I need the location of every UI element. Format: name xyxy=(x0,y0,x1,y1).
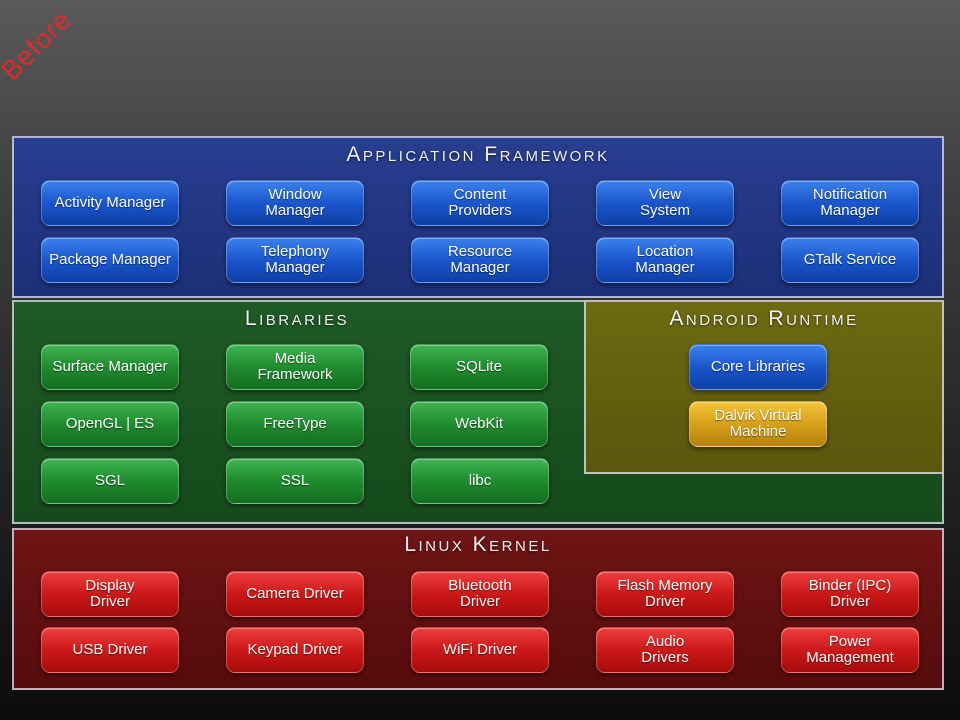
android-runtime-title: Android Runtime xyxy=(669,307,859,330)
media-framework-box[interactable]: Media Framework xyxy=(226,344,364,390)
surface-manager-box[interactable]: Surface Manager xyxy=(41,344,179,390)
notification-manager-box[interactable]: Notification Manager xyxy=(781,180,919,226)
camera-driver-box[interactable]: Camera Driver xyxy=(226,571,364,617)
dalvik-virtual-machine-box[interactable]: Dalvik Virtual Machine xyxy=(689,401,827,447)
bluetooth-driver-box[interactable]: Bluetooth Driver xyxy=(411,571,549,617)
view-system-box[interactable]: View System xyxy=(596,180,734,226)
gtalk-service-box[interactable]: GTalk Service xyxy=(781,237,919,283)
window-manager-box[interactable]: Window Manager xyxy=(226,180,364,226)
libc-box[interactable]: libc xyxy=(411,458,549,504)
resource-manager-box[interactable]: Resource Manager xyxy=(411,237,549,283)
opengl-es-box[interactable]: OpenGL | ES xyxy=(41,401,179,447)
application-framework-title: Application Framework xyxy=(346,143,610,166)
linux-kernel-title: Linux Kernel xyxy=(404,533,552,556)
binder-ipc-driver-box[interactable]: Binder (IPC) Driver xyxy=(781,571,919,617)
sgl-box[interactable]: SGL xyxy=(41,458,179,504)
location-manager-box[interactable]: Location Manager xyxy=(596,237,734,283)
flash-memory-driver-box[interactable]: Flash Memory Driver xyxy=(596,571,734,617)
audio-drivers-box[interactable]: Audio Drivers xyxy=(596,627,734,673)
before-watermark: Before xyxy=(0,4,78,87)
usb-driver-box[interactable]: USB Driver xyxy=(41,627,179,673)
ssl-box[interactable]: SSL xyxy=(226,458,364,504)
package-manager-box[interactable]: Package Manager xyxy=(41,237,179,283)
telephony-manager-box[interactable]: Telephony Manager xyxy=(226,237,364,283)
activity-manager-box[interactable]: Activity Manager xyxy=(41,180,179,226)
wifi-driver-box[interactable]: WiFi Driver xyxy=(411,627,549,673)
webkit-box[interactable]: WebKit xyxy=(410,401,548,447)
keypad-driver-box[interactable]: Keypad Driver xyxy=(226,627,364,673)
display-driver-box[interactable]: Display Driver xyxy=(41,571,179,617)
libraries-title: Libraries xyxy=(244,307,350,330)
sqlite-box[interactable]: SQLite xyxy=(410,344,548,390)
content-providers-box[interactable]: Content Providers xyxy=(411,180,549,226)
power-management-box[interactable]: Power Management xyxy=(781,627,919,673)
core-libraries-box[interactable]: Core Libraries xyxy=(689,344,827,390)
freetype-box[interactable]: FreeType xyxy=(226,401,364,447)
